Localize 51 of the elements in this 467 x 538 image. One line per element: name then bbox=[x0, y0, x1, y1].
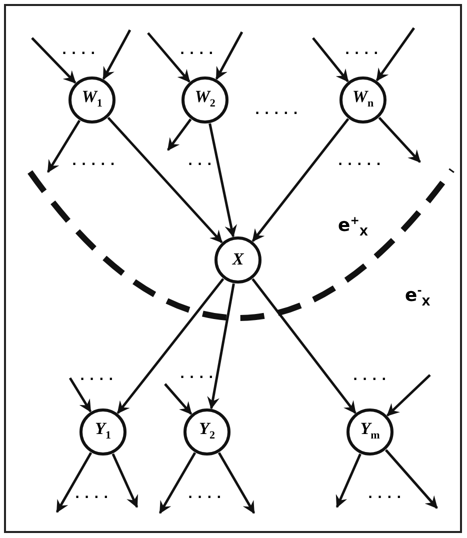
arrow bbox=[147, 32, 190, 82]
arrow bbox=[208, 123, 237, 238]
node-circle bbox=[346, 408, 394, 456]
arrow bbox=[376, 27, 416, 82]
arrow bbox=[215, 31, 244, 80]
node-label: W$_{1}$ bbox=[82, 88, 102, 110]
arrow bbox=[46, 120, 81, 173]
arrow bbox=[378, 116, 421, 163]
ellipsis-mark: .... bbox=[75, 488, 114, 500]
ellipsis-mark: ..... bbox=[338, 155, 386, 167]
ellipsis-mark: ... bbox=[188, 155, 217, 167]
ellipsis-mark: .... bbox=[188, 488, 226, 500]
ellipsis-mark: ..... bbox=[255, 104, 303, 116]
ellipsis-mark: .... bbox=[62, 44, 100, 56]
arrow bbox=[107, 116, 223, 244]
node-circle bbox=[183, 408, 231, 456]
arrow bbox=[56, 452, 92, 513]
arrow bbox=[336, 454, 362, 508]
ellipsis-mark: .... bbox=[180, 44, 218, 56]
arrow bbox=[386, 374, 431, 416]
arrow bbox=[116, 278, 224, 414]
arrow bbox=[31, 37, 76, 84]
arrow bbox=[252, 118, 350, 242]
ellipsis-mark: .... bbox=[180, 368, 218, 380]
ellipsis-mark: .... bbox=[80, 370, 118, 382]
ellipsis-mark: .... bbox=[353, 370, 392, 382]
arrow bbox=[384, 449, 438, 509]
arrow bbox=[218, 452, 256, 514]
arrow bbox=[158, 452, 196, 514]
node-circle bbox=[214, 236, 262, 284]
arrow bbox=[102, 29, 132, 80]
node-label: Y$_{m}$ bbox=[360, 420, 380, 442]
node-label: Y$_{2}$ bbox=[199, 420, 215, 442]
node-label: W$_{2}$ bbox=[194, 88, 216, 110]
ellipsis-mark: .... bbox=[368, 488, 406, 500]
ellipsis-mark: ..... bbox=[72, 155, 120, 167]
node-label: W$_{n}$ bbox=[352, 88, 374, 110]
node-circle bbox=[339, 76, 387, 124]
node-circle bbox=[79, 408, 127, 456]
node-label: Y$_{1}$ bbox=[95, 420, 111, 442]
arrow bbox=[167, 118, 192, 151]
arrow bbox=[252, 278, 356, 414]
arrow bbox=[68, 377, 92, 412]
arrow bbox=[164, 383, 192, 415]
arrow bbox=[207, 283, 235, 410]
arrow bbox=[312, 37, 349, 82]
ellipsis-mark: .... bbox=[345, 44, 384, 56]
node-circle bbox=[181, 76, 229, 124]
node-circle bbox=[68, 76, 116, 124]
arrow bbox=[112, 453, 138, 508]
node-label: X bbox=[232, 250, 244, 268]
